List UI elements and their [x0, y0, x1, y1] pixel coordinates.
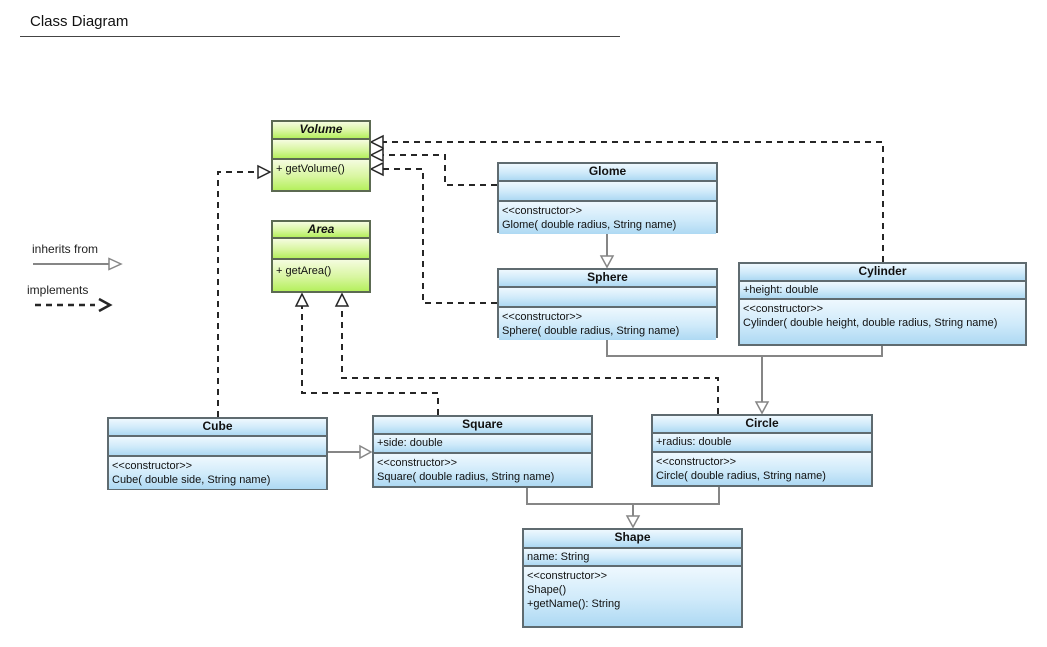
class-title: Cylinder: [740, 264, 1025, 282]
attributes-compartment: +height: double: [740, 282, 1025, 300]
operation: Shape(): [527, 584, 567, 596]
class-area[interactable]: Area + getArea(): [271, 220, 371, 293]
class-title: Square: [374, 417, 591, 435]
operation: Square( double radius, String name): [377, 471, 555, 483]
inherits-arrow-icon: [33, 257, 123, 271]
operation: <<constructor>>: [377, 457, 458, 469]
class-shape[interactable]: Shape name: String <<constructor>> Shape…: [522, 528, 743, 628]
operation: <<constructor>>: [502, 311, 583, 323]
class-volume[interactable]: Volume + getVolume(): [271, 120, 371, 192]
operation: <<constructor>>: [527, 570, 608, 582]
edge-glome-inherits-sphere: [599, 233, 615, 269]
operation: <<constructor>>: [656, 456, 737, 468]
hollow-triangle-arrowhead: [369, 161, 384, 177]
operations-compartment: + getArea(): [273, 260, 369, 291]
operation: + getVolume(): [276, 163, 345, 175]
class-title: Area: [273, 222, 369, 239]
edge-cube-inherits-square: [328, 444, 373, 460]
operation: <<constructor>>: [743, 303, 824, 315]
hollow-triangle-arrowhead: [625, 515, 641, 529]
attribute: +height: double: [743, 284, 819, 296]
operations-compartment: <<constructor>> Square( double radius, S…: [374, 454, 591, 486]
class-title: Glome: [499, 164, 716, 182]
class-sphere[interactable]: Sphere <<constructor>> Sphere( double ra…: [497, 268, 718, 340]
hollow-triangle-arrowhead: [334, 292, 350, 307]
attribute: +radius: double: [656, 436, 732, 448]
attributes-compartment: [109, 437, 326, 457]
operation: Cylinder( double height, double radius, …: [743, 317, 998, 329]
attribute: +side: double: [377, 437, 443, 449]
operations-compartment: <<constructor>> Glome( double radius, St…: [499, 202, 716, 234]
operations-compartment: <<constructor>> Circle( double radius, S…: [653, 453, 871, 485]
class-title: Cube: [109, 419, 326, 437]
class-title: Sphere: [499, 270, 716, 288]
hollow-triangle-arrowhead: [257, 164, 272, 180]
page-title: Class Diagram: [30, 13, 129, 30]
attributes-compartment: [273, 239, 369, 260]
operation: + getArea(): [276, 265, 332, 277]
title-underline: [20, 36, 620, 37]
class-title: Shape: [524, 530, 741, 549]
attributes-compartment: +radius: double: [653, 434, 871, 453]
legend-implements-label: implements: [27, 283, 89, 297]
operation: Glome( double radius, String name): [502, 219, 677, 231]
operations-compartment: <<constructor>> Sphere( double radius, S…: [499, 308, 716, 340]
attributes-compartment: +side: double: [374, 435, 591, 454]
attributes-compartment: [273, 140, 369, 160]
operation: Cube( double side, String name): [112, 474, 271, 486]
operation: <<constructor>>: [112, 460, 193, 472]
operations-compartment: + getVolume(): [273, 160, 369, 190]
hollow-triangle-arrowhead: [294, 292, 310, 307]
operations-compartment: <<constructor>> Cylinder( double height,…: [740, 300, 1025, 344]
legend-inherits-label: inherits from: [32, 242, 99, 256]
hollow-triangle-arrowhead: [369, 134, 384, 150]
attributes-compartment: [499, 288, 716, 308]
hollow-triangle-arrowhead: [754, 401, 770, 415]
attributes-compartment: name: String: [524, 549, 741, 567]
attributes-compartment: [499, 182, 716, 202]
operations-compartment: <<constructor>> Cube( double side, Strin…: [109, 457, 326, 489]
operation: Sphere( double radius, String name): [502, 325, 680, 337]
class-title: Volume: [273, 122, 369, 140]
edge-square-circle-inherit-shape: [526, 487, 720, 529]
attribute: name: String: [527, 551, 590, 563]
operation: <<constructor>>: [502, 205, 583, 217]
hollow-triangle-arrowhead: [369, 147, 384, 163]
class-cube[interactable]: Cube <<constructor>> Cube( double side, …: [107, 417, 328, 490]
class-cylinder[interactable]: Cylinder +height: double <<constructor>>…: [738, 262, 1027, 346]
implements-arrow-icon: [35, 297, 113, 313]
operation: Circle( double radius, String name): [656, 470, 826, 482]
class-glome[interactable]: Glome <<constructor>> Glome( double radi…: [497, 162, 718, 234]
edge-glome-implements-volume: [369, 147, 497, 186]
edge-sphere-implements-volume: [369, 161, 497, 304]
edge-sphere-cylinder-inherit-circle: [606, 338, 883, 415]
operations-compartment: <<constructor>> Shape() +getName(): Stri…: [524, 567, 741, 626]
operation: +getName(): String: [527, 598, 621, 610]
edge-square-implements-area: [294, 292, 439, 415]
class-square[interactable]: Square +side: double <<constructor>> Squ…: [372, 415, 593, 488]
edge-cube-implements-volume: [217, 164, 272, 417]
class-title: Circle: [653, 416, 871, 434]
hollow-triangle-arrowhead: [599, 255, 615, 269]
hollow-triangle-arrowhead: [359, 444, 373, 460]
class-circle[interactable]: Circle +radius: double <<constructor>> C…: [651, 414, 873, 487]
